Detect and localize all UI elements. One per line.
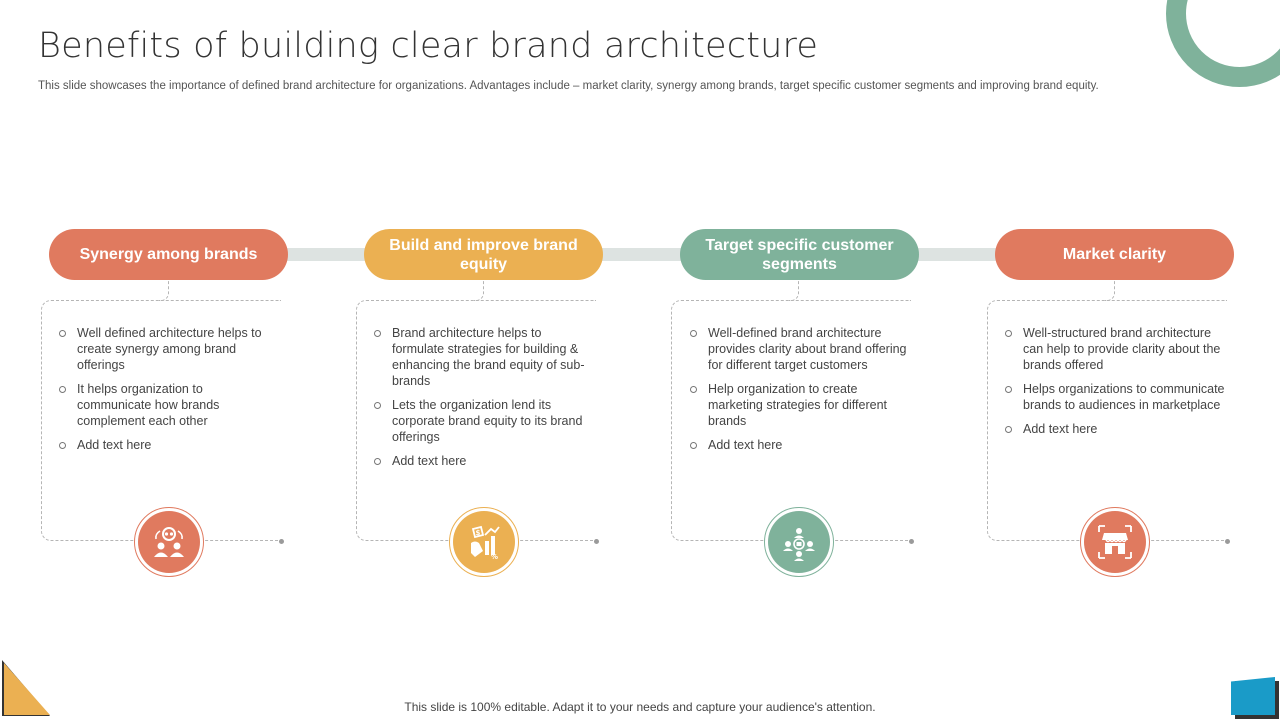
- timeline-connector: [160, 248, 1120, 261]
- benefit-heading-text: Synergy among brands: [79, 246, 258, 263]
- slide-footer: This slide is 100% editable. Adapt it to…: [404, 700, 876, 714]
- list-item: Add text here: [57, 437, 279, 453]
- benefit-heading-text: Target specific customer segments: [705, 236, 894, 273]
- frame-tick: [474, 281, 484, 301]
- svg-text:$: $: [476, 529, 481, 537]
- benefit-points-synergy: Well defined architecture helps to creat…: [57, 325, 279, 461]
- money-growth-icon: $ %: [453, 511, 515, 573]
- svg-text:%: %: [491, 553, 498, 561]
- slide-subtitle: This slide showcases the importance of d…: [38, 80, 1099, 92]
- frame-end-dot: [594, 539, 599, 544]
- decorative-ring: [1166, 0, 1280, 87]
- list-item: Well-structured brand architecture can h…: [1003, 325, 1225, 373]
- list-item: Helps organizations to communicate brand…: [1003, 381, 1225, 413]
- list-item: Well defined architecture helps to creat…: [57, 325, 279, 373]
- benefit-heading-text: Build and improve brand equity: [389, 236, 578, 273]
- benefit-icon-badge: $ %: [449, 507, 519, 577]
- benefit-heading-text: Market clarity: [1062, 246, 1167, 263]
- benefit-points-brand-equity: Brand architecture helps to formulate st…: [372, 325, 594, 477]
- list-item: Help organization to create marketing st…: [688, 381, 910, 429]
- list-item: Add text here: [688, 437, 910, 453]
- people-network-icon: [138, 511, 200, 573]
- benefit-icon-badge: [1080, 507, 1150, 577]
- list-item: Lets the organization lend its corporate…: [372, 397, 594, 445]
- frame-end-dot: [1225, 539, 1230, 544]
- storefront-icon: [1084, 511, 1146, 573]
- frame-tick: [159, 281, 169, 301]
- list-item: It helps organization to communicate how…: [57, 381, 279, 429]
- frame-tick: [1105, 281, 1115, 301]
- frame-end-dot: [909, 539, 914, 544]
- benefit-heading-synergy: Synergy among brands: [49, 229, 288, 280]
- list-item: Brand architecture helps to formulate st…: [372, 325, 594, 389]
- list-item: Add text here: [1003, 421, 1225, 437]
- benefit-heading-brand-equity: Build and improve brand equity: [364, 229, 603, 280]
- customer-segments-icon: [768, 511, 830, 573]
- benefit-heading-market-clarity: Market clarity: [995, 229, 1234, 280]
- benefit-icon-badge: [764, 507, 834, 577]
- frame-end-dot: [279, 539, 284, 544]
- list-item: Well-defined brand architecture provides…: [688, 325, 910, 373]
- corner-decoration: [1231, 677, 1275, 715]
- slide-title: Benefits of building clear brand archite…: [38, 26, 819, 66]
- list-item: Add text here: [372, 453, 594, 469]
- benefit-points-customer-segments: Well-defined brand architecture provides…: [688, 325, 910, 461]
- benefit-points-market-clarity: Well-structured brand architecture can h…: [1003, 325, 1225, 445]
- frame-tick: [789, 281, 799, 301]
- benefit-heading-customer-segments: Target specific customer segments: [680, 229, 919, 280]
- benefit-icon-badge: [134, 507, 204, 577]
